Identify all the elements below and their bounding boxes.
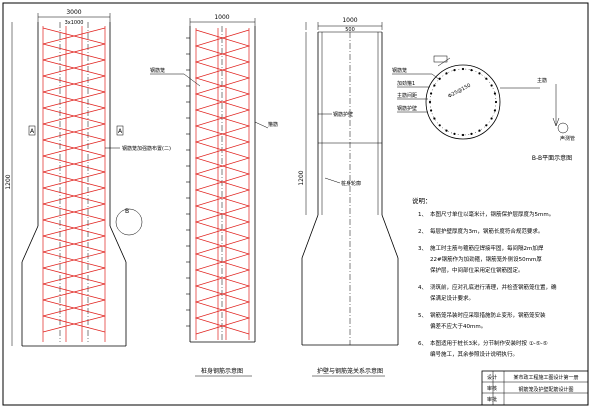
note-line: 钢筋笼吊装时应采取措施防止变形，钢筋笼安装 <box>430 311 546 319</box>
rebar-dot <box>470 69 473 72</box>
stirrup-zigzag-cross <box>194 29 251 335</box>
section-side-note-2: 声测管 <box>560 135 575 142</box>
note-line: 浇筑前，应对孔底进行清理，并检查钢筋笼位置，确 <box>430 283 557 291</box>
view-3-wall-relationship: 1000 500 1200 钢筋护壁 桩身轮廓 护壁与钢筋笼关系示意图 <box>298 17 399 377</box>
note-line: 编号施工，其余参照设计说明执行。 <box>430 350 518 358</box>
stirrup-zigzag-cross <box>42 27 106 333</box>
view1-side-dim: 1200 <box>5 174 12 189</box>
section-mark-left: A <box>30 128 35 135</box>
rebar-dot <box>493 109 496 112</box>
section-outer-ring <box>425 64 501 140</box>
note-line: 本图适用于桩长3米，分节制作安装时按 ①-⑤-⑤ <box>430 339 548 347</box>
rebar-spiral-stirrup-2 <box>194 29 251 335</box>
view3-title: 护壁与钢筋笼关系示意图 <box>317 367 383 375</box>
title-block-design: 设计 <box>487 374 497 381</box>
rebar-dots <box>428 67 498 137</box>
rebar-dot <box>445 129 448 132</box>
note-line: 22#钢筋作为加劲箍，钢筋笼外侧设50mm厚 <box>430 255 542 263</box>
note-line: 每层护壁厚度为3m，钢筋长度符合规范要求。 <box>430 227 543 235</box>
detail-circle-b <box>115 208 143 236</box>
note-number: 3、 <box>418 246 427 252</box>
title-block-drawing: 钢筋笼及护壁配筋设计图 <box>518 386 573 393</box>
section-title: B-B平面示意图 <box>532 154 572 162</box>
note-number: 4、 <box>418 285 427 291</box>
view1-top-dim: 3000 <box>66 9 81 16</box>
rebar-dot <box>433 117 436 120</box>
rebar-dot <box>433 84 436 87</box>
note-number: 5、 <box>418 313 427 319</box>
section-detail-b-b: Φ25@150 钢筋笼 加劲箍1 主筋间距 钢筋护壁 主筋 声测管 B-B平面示… <box>392 55 575 162</box>
rebar-dot <box>428 100 432 104</box>
title-block-check: 审核 <box>487 385 497 392</box>
note-number: 1、 <box>418 212 427 218</box>
rebar-dot <box>494 100 498 104</box>
rebar-dot <box>445 72 448 75</box>
rebar-spiral-stirrup <box>42 27 106 333</box>
rebar-dot <box>430 92 433 95</box>
note-line: 施工时主筋与箍筋应焊接牢固，每间隔2m加焊 <box>430 244 544 252</box>
rebar-dot <box>453 69 456 72</box>
section-callout-3: 主筋间距 <box>397 92 417 99</box>
rebar-dot <box>461 133 465 137</box>
rebar-dot <box>453 132 456 135</box>
note-number: 6、 <box>418 341 427 347</box>
view1-top-dim-sub: 3x1000 <box>65 20 84 26</box>
rebar-dot <box>461 67 465 71</box>
view-1-pile-elevation: 3000 3x1000 1200 A A B 钢筋笼加强筋布置(二) <box>5 9 171 347</box>
rebar-dot <box>438 124 441 127</box>
rebar-dot <box>470 132 473 135</box>
section-mark-right: A <box>118 128 123 135</box>
section-side-note-1: 主筋 <box>537 77 547 84</box>
rebar-dot <box>485 124 488 127</box>
note-line: 保护层，中间部位采用定位钢筋固定。 <box>430 266 524 274</box>
rebar-dot <box>478 72 481 75</box>
rebar-dot <box>490 117 493 120</box>
rebar-dot <box>485 77 488 80</box>
rebar-dot <box>430 109 433 112</box>
note-line: 保满足设计要求。 <box>430 294 474 302</box>
view3-callout-1: 钢筋护壁 <box>333 111 353 118</box>
view1-callout: 钢筋笼加强筋布置(二) <box>122 145 171 152</box>
view3-side-dim: 1200 <box>298 170 305 185</box>
note-line: 本图尺寸单位以毫米计，钢筋保护层厚度为5mm。 <box>430 210 554 218</box>
note-number: 2、 <box>418 229 427 235</box>
section-callout-4: 钢筋护壁 <box>397 105 417 112</box>
view3-callout-2: 桩身轮廓 <box>341 180 361 187</box>
title-block-project: 某市政工程施工图设计第一册 <box>513 374 578 381</box>
rebar-dot <box>490 84 493 87</box>
detail-mark: B <box>125 208 129 215</box>
stirrup-tick-marks <box>186 37 190 327</box>
view2-top-dim: 1000 <box>214 14 229 21</box>
view2-title: 桩身钢筋示意图 <box>201 367 243 375</box>
rebar-dot <box>478 129 481 132</box>
view2-callout-1: 钢筋笼 <box>150 67 165 74</box>
note-line: 偏差不应大于40mm。 <box>430 322 486 330</box>
title-block-approve: 审批 <box>487 396 497 403</box>
rebar-dot <box>493 92 496 95</box>
view3-top-dim: 1000 <box>342 17 357 24</box>
view2-callout-2: 箍筋 <box>268 121 278 128</box>
design-notes: 说明： 1、本图尺寸单位以毫米计，钢筋保护层厚度为5mm。 2、每层护壁厚度为3m… <box>412 196 557 358</box>
view3-top-dim-sub: 500 <box>345 27 355 33</box>
notes-heading: 说明： <box>412 196 432 205</box>
view-2-rebar-layout: 1000 钢筋笼 箍筋 桩身钢筋示意图 <box>150 14 278 377</box>
section-callout-2: 加劲箍1 <box>397 80 415 87</box>
title-block: 设计 审核 审批 某市政工程施工图设计第一册 钢筋笼及护壁配筋设计图 <box>481 370 589 406</box>
section-callout-1: 钢筋笼 <box>392 67 407 74</box>
section-inner-label: Φ25@150 <box>447 83 472 100</box>
